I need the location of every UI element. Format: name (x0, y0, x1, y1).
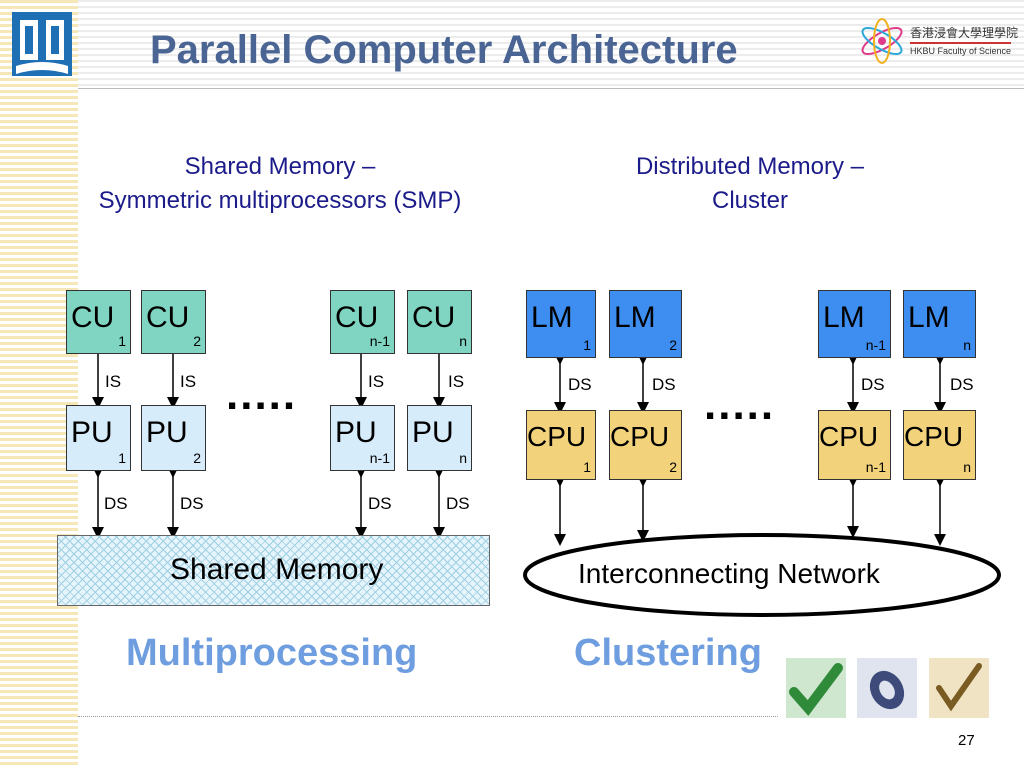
cluster-subtitle-line2: Cluster (711, 187, 789, 214)
lm-box-n-1: LM n-1 (818, 290, 891, 358)
shared-memory-label: Shared Memory (170, 553, 384, 586)
cpu-label: CPU (819, 421, 879, 452)
smp-subtitle-line1: Shared Memory – (184, 153, 376, 180)
checkmark-thumbnail-icon (786, 658, 846, 718)
cu-subscript: 2 (193, 333, 201, 349)
cpu-box-n: CPU n (903, 410, 976, 480)
ds-label-cl-3: DS (861, 375, 885, 394)
header-divider (78, 88, 1024, 89)
lm-box-n: LM n (903, 290, 976, 358)
ds-label-cl-1: DS (568, 375, 592, 394)
multiprocessing-caption: Multiprocessing (126, 632, 418, 674)
cluster-ellipsis: ..... (704, 380, 776, 429)
lm-subscript: n (963, 337, 971, 353)
ds-label-smp-3: DS (368, 494, 392, 513)
cu-label: CU (71, 301, 115, 334)
logo-english-text: HKBU Faculty of Science (910, 42, 1012, 56)
cluster-subtitle-line1: Distributed Memory – (635, 153, 865, 180)
ring-thumbnail-icon (857, 658, 917, 718)
atom-logo-icon (861, 18, 903, 64)
slide-title: Parallel Computer Architecture (150, 28, 738, 72)
lm-label: LM (531, 301, 573, 334)
clustering-caption: Clustering (574, 632, 762, 674)
cu-subscript: n-1 (369, 333, 390, 349)
is-label-2: IS (180, 372, 197, 391)
pu-subscript: 2 (193, 450, 201, 466)
pu-subscript: 1 (118, 450, 126, 466)
cpu-subscript: n (963, 459, 971, 475)
ds-label-cl-4: DS (950, 375, 974, 394)
pu-box-1: PU 1 (66, 405, 131, 471)
cpu-subscript: n-1 (865, 459, 886, 475)
lm-box-1: LM 1 (526, 290, 596, 358)
lm-box-2: LM 2 (609, 290, 682, 358)
ds-label-smp-2: DS (180, 494, 204, 513)
cu-label: CU (412, 301, 456, 334)
left-stripe-decoration (0, 0, 78, 768)
ds-label-smp-4: DS (446, 494, 470, 513)
interconnect-ellipse (523, 533, 1001, 617)
lm-label: LM (908, 301, 950, 334)
pu-label: PU (335, 416, 377, 449)
cpu-box-2: CPU 2 (609, 410, 682, 480)
cu-label: CU (335, 301, 379, 334)
cpu-box-n-1: CPU n-1 (818, 410, 891, 480)
cu-subscript: n (459, 333, 467, 349)
smp-ellipsis: ..... (226, 370, 298, 419)
shared-memory-block (57, 535, 490, 606)
pu-box-n: PU n (407, 405, 472, 471)
cpu-label: CPU (527, 421, 587, 452)
footer-divider (78, 716, 778, 717)
is-label-4: IS (448, 372, 465, 391)
lm-label: LM (614, 301, 656, 334)
cluster-subtitle: Distributed Memory – Cluster (580, 150, 920, 218)
pu-label: PU (412, 416, 454, 449)
cpu-box-1: CPU 1 (526, 410, 596, 480)
page-number: 27 (958, 732, 975, 749)
ds-label-cl-2: DS (652, 375, 676, 394)
lm-label: LM (823, 301, 865, 334)
pu-label: PU (146, 416, 188, 449)
pu-label: PU (71, 416, 113, 449)
cu-box-2: CU 2 (141, 290, 206, 354)
lm-subscript: n-1 (865, 337, 886, 353)
pen-check-thumbnail-icon (929, 658, 989, 718)
pu-subscript: n (459, 450, 467, 466)
logo-chinese-text: 香港浸會大學理學院 (910, 26, 1019, 40)
cpu-label: CPU (904, 421, 964, 452)
cu-subscript: 1 (118, 333, 126, 349)
cu-label: CU (146, 301, 190, 334)
cu-box-1: CU 1 (66, 290, 131, 354)
is-label-3: IS (368, 372, 385, 391)
cpu-label: CPU (610, 421, 670, 452)
lm-subscript: 2 (669, 337, 677, 353)
cu-box-n-1: CU n-1 (330, 290, 395, 354)
smp-subtitle: Shared Memory – Symmetric multiprocessor… (60, 150, 500, 218)
lm-subscript: 1 (583, 337, 591, 353)
cu-box-n: CU n (407, 290, 472, 354)
smp-subtitle-line2: Symmetric multiprocessors (SMP) (98, 187, 462, 214)
pu-box-n-1: PU n-1 (330, 405, 395, 471)
pu-subscript: n-1 (369, 450, 390, 466)
cpu-subscript: 1 (583, 459, 591, 475)
book-logo-icon (12, 12, 72, 76)
pu-box-2: PU 2 (141, 405, 206, 471)
interconnecting-network-label: Interconnecting Network (578, 558, 880, 589)
hkbu-science-logo: 香港浸會大學理學院 HKBU Faculty of Science (856, 14, 1019, 68)
ds-label-smp-1: DS (104, 494, 128, 513)
cpu-subscript: 2 (669, 459, 677, 475)
is-label-1: IS (105, 372, 122, 391)
